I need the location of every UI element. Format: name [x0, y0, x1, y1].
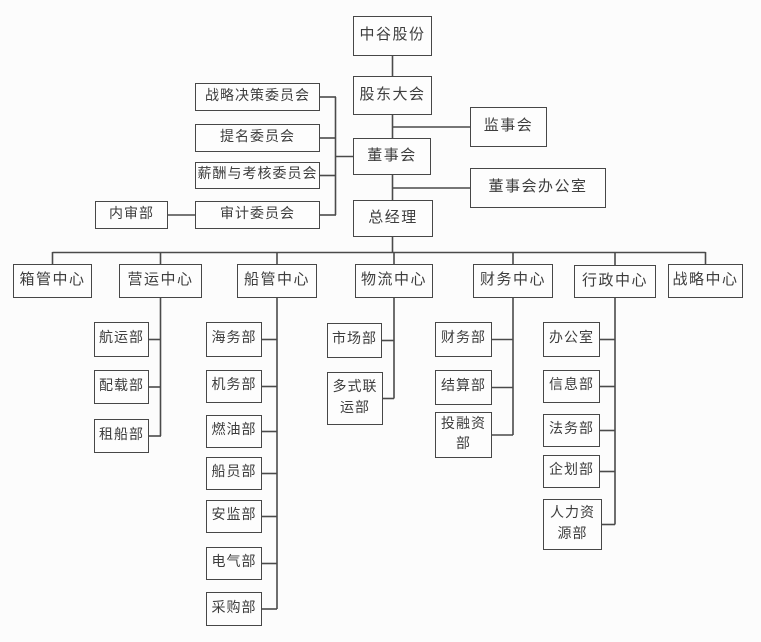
node-shareholders-meeting: 股东大会	[353, 76, 432, 115]
node-dept-engineering: 机务部	[206, 370, 262, 403]
node-dept-legal: 法务部	[543, 414, 600, 447]
node-committee-strategy-decision: 战略决策委员会	[195, 83, 320, 111]
node-committee-remuneration-assessment: 薪酬与考核委员会	[195, 162, 320, 189]
node-committee-nomination: 提名委员会	[195, 124, 320, 152]
node-dept-procurement: 采购部	[206, 592, 262, 626]
node-dept-crew: 船员部	[206, 457, 262, 490]
node-dept-chartering: 租船部	[94, 419, 149, 453]
node-center-operations: 营运中心	[119, 264, 202, 298]
node-dept-finance: 财务部	[435, 322, 492, 357]
node-center-ship-mgmt: 船管中心	[237, 264, 317, 298]
node-dept-market: 市场部	[327, 323, 382, 358]
node-center-logistics: 物流中心	[355, 264, 433, 298]
node-supervisory-board: 监事会	[470, 107, 547, 147]
node-dept-stowage: 配载部	[94, 370, 149, 404]
node-dept-multimodal-transport: 多式联运部	[327, 372, 383, 425]
node-general-manager: 总经理	[353, 200, 433, 237]
node-board-of-directors: 董事会	[353, 138, 431, 175]
node-committee-audit: 审计委员会	[195, 201, 320, 229]
node-company: 中谷股份	[353, 16, 432, 56]
node-dept-safety-supervision: 安监部	[206, 500, 262, 533]
node-center-finance: 财务中心	[473, 264, 553, 298]
node-dept-settlement: 结算部	[435, 370, 492, 405]
node-board-office: 董事会办公室	[470, 168, 606, 208]
node-dept-marine-affairs: 海务部	[206, 322, 262, 357]
node-dept-information: 信息部	[543, 370, 600, 403]
node-dept-investment-financing: 投融资部	[435, 412, 492, 458]
node-dept-shipping: 航运部	[94, 322, 149, 357]
node-dept-hr: 人力资源部	[543, 499, 602, 550]
node-dept-planning: 企划部	[543, 455, 600, 488]
node-dept-fuel: 燃油部	[206, 415, 262, 448]
node-center-container-mgmt: 箱管中心	[13, 264, 92, 298]
node-internal-audit-dept: 内审部	[95, 201, 168, 229]
node-dept-electrical: 电气部	[206, 547, 262, 580]
node-center-strategy: 战略中心	[668, 264, 743, 298]
node-center-admin: 行政中心	[574, 265, 656, 298]
node-dept-office: 办公室	[543, 322, 600, 357]
